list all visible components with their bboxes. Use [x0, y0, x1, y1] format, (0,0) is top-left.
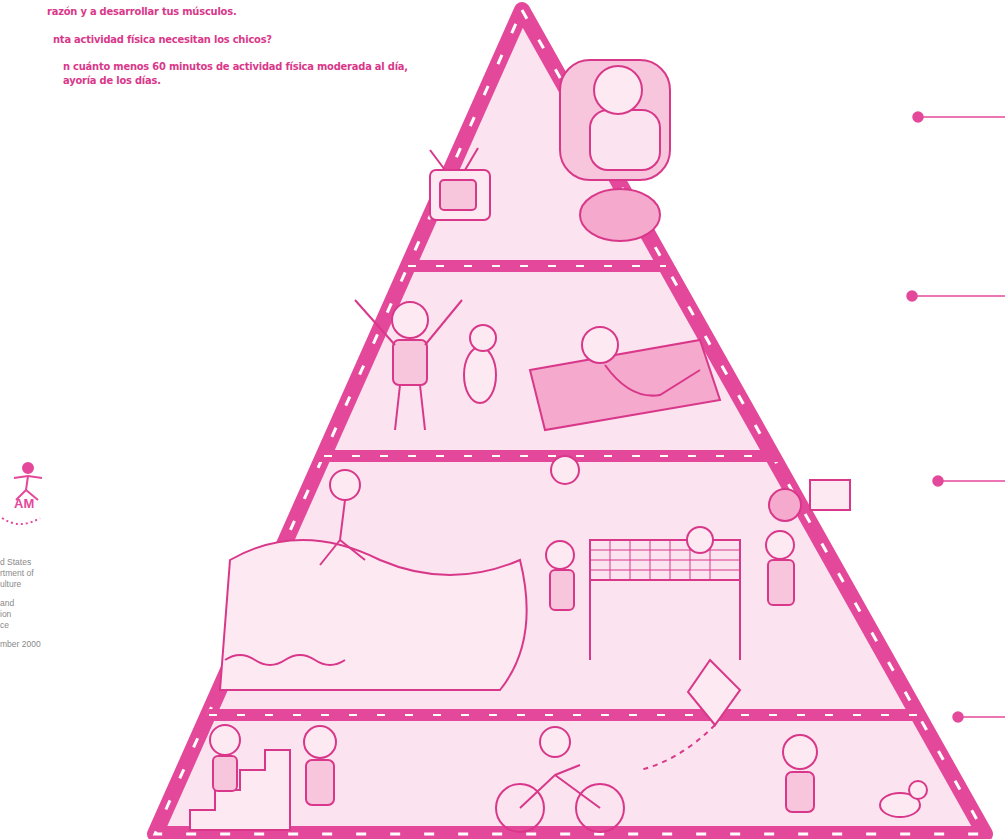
band-divider	[318, 450, 779, 462]
answer-text: n cuánto menos 60 minutos de actividad f…	[63, 60, 408, 73]
kite-string	[640, 725, 715, 770]
agency-text: ulture	[0, 579, 21, 589]
leader-lines	[907, 112, 1005, 722]
player-body	[550, 570, 574, 610]
tv-set	[430, 170, 490, 220]
volleyball	[551, 456, 579, 484]
pyramid-logo	[2, 463, 42, 524]
sports-scene	[220, 456, 850, 690]
logo-text: AM	[14, 496, 34, 511]
answer-text: ayoría de los días.	[63, 74, 161, 87]
walker-body	[306, 760, 334, 805]
rider-head	[540, 727, 570, 757]
band-dashes	[209, 714, 917, 716]
date-text: mber 2000	[0, 639, 41, 649]
leader-dot	[953, 712, 963, 722]
water-waves	[225, 655, 345, 665]
backboard	[810, 480, 850, 510]
agency-text: rtment of	[0, 568, 34, 578]
runner-body	[340, 500, 345, 540]
question-text: nta actividad física necesitan los chico…	[53, 33, 272, 46]
armchair	[560, 60, 670, 180]
girl-leg	[395, 385, 400, 430]
exercise-mat	[530, 340, 720, 430]
logo-head	[23, 463, 33, 473]
tv-antenna	[465, 148, 478, 170]
hill	[220, 540, 527, 690]
kite	[688, 660, 740, 725]
walker-head	[304, 726, 336, 758]
pyramid-outline	[155, 10, 985, 834]
walker-body	[213, 756, 237, 791]
leader-dot	[933, 476, 943, 486]
agency-text: ce	[0, 620, 9, 630]
girl-leg	[420, 385, 425, 430]
dog-head	[470, 325, 496, 351]
band-dashes	[324, 455, 772, 457]
agency-text: d States	[0, 557, 31, 567]
agency-text: ion	[0, 609, 11, 619]
leader-line	[918, 116, 1005, 118]
person-head	[594, 66, 642, 114]
kid-head	[783, 735, 817, 769]
dog-body	[464, 347, 496, 403]
net-pole	[739, 540, 741, 660]
leader-line	[958, 716, 1005, 718]
agency-text: and	[0, 598, 14, 608]
girl-arm	[425, 300, 462, 345]
leader-dot	[913, 112, 923, 122]
band-divider	[203, 709, 924, 721]
stairs	[190, 750, 290, 830]
runner-leg	[340, 540, 365, 560]
band-dashes	[408, 265, 666, 267]
boy-body	[605, 365, 700, 396]
intro-text: razón y a desarrollar tus músculos.	[47, 5, 236, 18]
runner-head	[330, 470, 360, 500]
leader-line	[912, 295, 1005, 297]
person-belly	[580, 189, 660, 241]
net-mesh	[590, 540, 740, 580]
player-head	[546, 541, 574, 569]
couch-scene	[430, 60, 670, 241]
walker-head	[210, 725, 240, 755]
basketball	[769, 489, 801, 521]
runner-leg	[320, 540, 340, 565]
girl-body	[393, 340, 427, 385]
tv-antenna	[430, 150, 445, 170]
everyday-scene	[190, 660, 927, 832]
net-pole	[589, 540, 591, 660]
volleyball-net	[590, 540, 740, 580]
dog-head	[909, 781, 927, 799]
stretch-scene	[355, 300, 720, 430]
player-head	[766, 531, 794, 559]
pyramid-dashes	[155, 10, 985, 834]
logo-dots	[2, 518, 40, 524]
band-divider	[402, 260, 673, 272]
girl-arm	[355, 300, 395, 345]
tv-screen	[440, 180, 476, 210]
leader-dot	[907, 291, 917, 301]
bike-frame	[520, 765, 600, 808]
girl-head	[392, 302, 428, 338]
player-body	[768, 560, 794, 605]
armchair-seat	[590, 110, 660, 170]
kid-body	[786, 772, 814, 812]
player-head	[687, 527, 713, 553]
leader-line	[938, 480, 1005, 482]
boy-head	[582, 327, 618, 363]
